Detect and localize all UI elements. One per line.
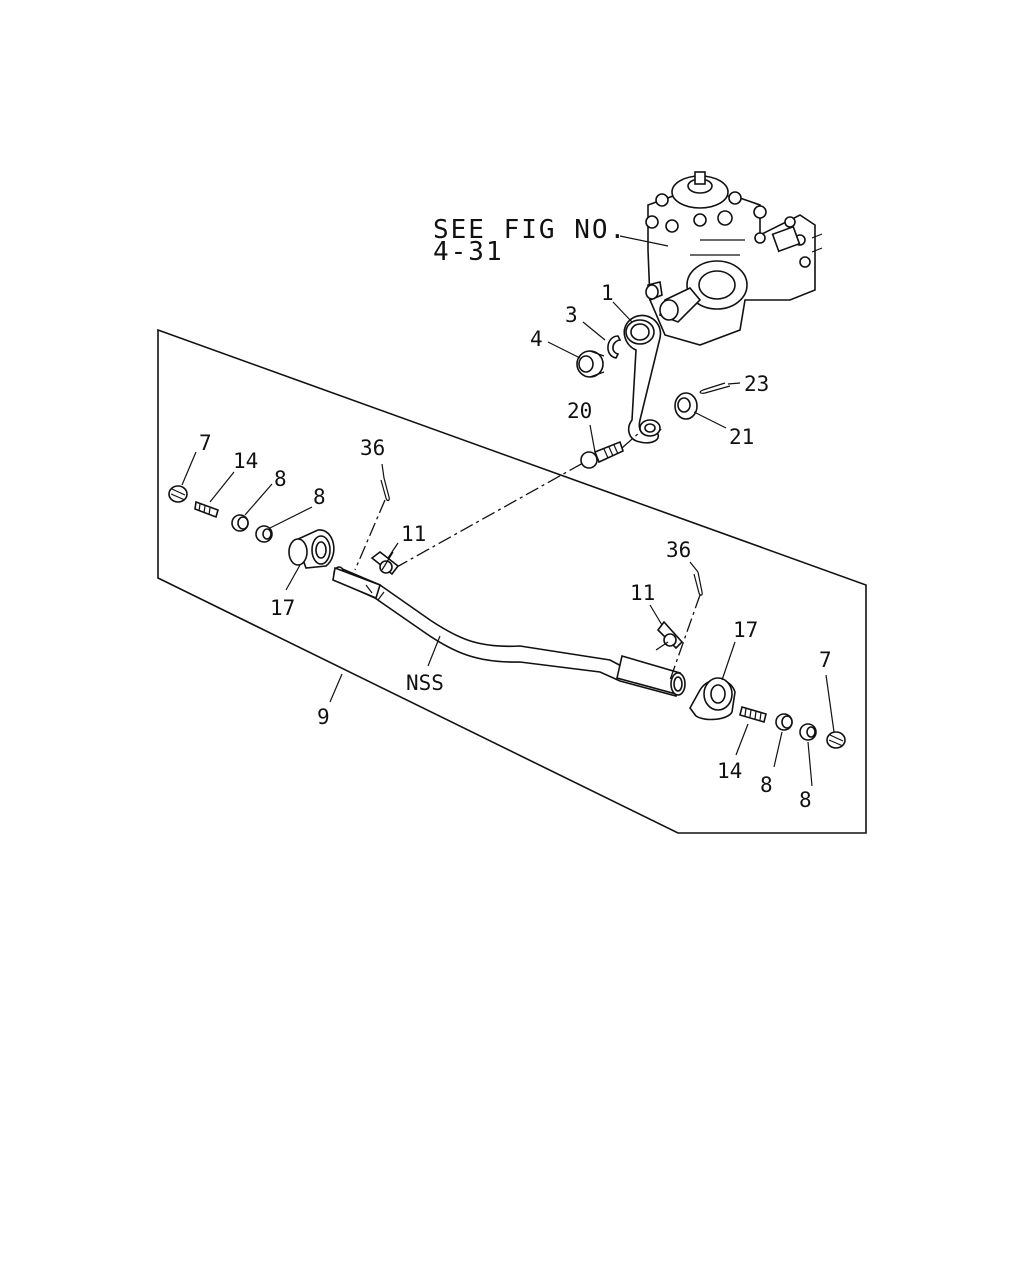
callout-21: 21 xyxy=(729,425,754,449)
callout-1: 1 xyxy=(601,281,614,305)
plug-right xyxy=(826,731,846,749)
plug-left xyxy=(168,485,188,503)
callout-36-left: 36 xyxy=(360,436,385,460)
drag-link-tube xyxy=(332,566,686,697)
pitman-nut xyxy=(576,350,605,378)
callout-8-left-b: 8 xyxy=(313,485,326,509)
callout-17-right: 17 xyxy=(733,618,758,642)
callout-3: 3 xyxy=(565,303,578,327)
leader-lines xyxy=(181,301,835,787)
reference-line-2: 4-31 xyxy=(433,237,504,267)
callout-20: 20 xyxy=(567,399,592,423)
callout-14-right: 14 xyxy=(717,759,742,783)
callout-11-left: 11 xyxy=(401,522,426,546)
end-plug-left xyxy=(288,529,335,569)
callout-nss: NSS xyxy=(406,671,444,695)
cotter-pin-right xyxy=(693,571,703,596)
callout-7-left: 7 xyxy=(199,431,212,455)
callout-4: 4 xyxy=(530,327,543,351)
callout-8-right-a: 8 xyxy=(760,773,773,797)
callout-11-right: 11 xyxy=(630,581,655,605)
callout-17-left: 17 xyxy=(270,596,295,620)
seat-left-a xyxy=(231,514,249,532)
assembly-centerline xyxy=(394,462,584,569)
spring-left xyxy=(194,500,219,519)
steering-gear-housing xyxy=(645,171,823,346)
clamp-left xyxy=(370,550,400,576)
seat-right-b xyxy=(799,723,817,741)
cotter-pin-left xyxy=(380,477,390,502)
spring-right xyxy=(739,705,767,724)
stud-centerline xyxy=(621,431,641,449)
callout-36-right: 36 xyxy=(666,538,691,562)
callout-8-right-b: 8 xyxy=(799,788,812,812)
callout-23: 23 xyxy=(744,372,769,396)
callout-14-left: 14 xyxy=(233,449,258,473)
cotter-pin xyxy=(699,382,731,394)
pitman-arm xyxy=(623,314,662,444)
callout-7-right: 7 xyxy=(819,648,832,672)
castle-nut xyxy=(674,392,698,420)
reference-line-1: SEE FIG NO. xyxy=(433,215,627,245)
reference-leader xyxy=(619,235,669,247)
end-plug-right xyxy=(689,677,736,721)
clamp-left-centerline xyxy=(354,499,386,571)
snap-ring xyxy=(607,335,622,359)
clamp-right-centerline xyxy=(669,594,701,681)
assembly-boundary xyxy=(157,328,867,834)
ball-stud xyxy=(580,440,624,469)
seat-right-a xyxy=(775,713,793,731)
seat-left-b xyxy=(255,525,273,543)
callout-9: 9 xyxy=(317,705,330,729)
callout-8-left-a: 8 xyxy=(274,467,287,491)
clamp-right xyxy=(655,620,684,651)
